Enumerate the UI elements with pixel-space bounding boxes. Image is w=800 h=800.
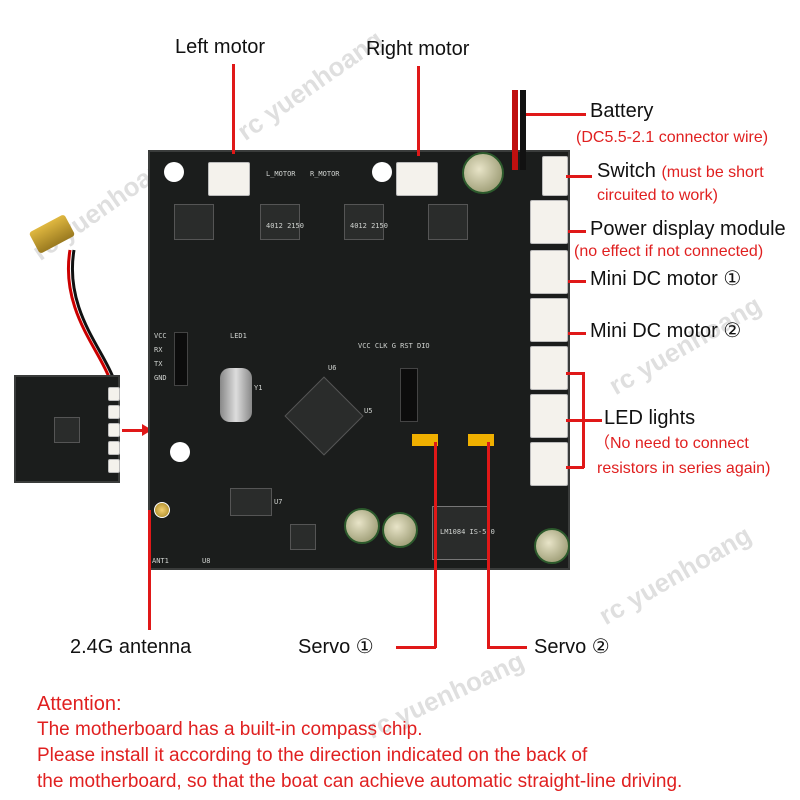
led-connector-3	[530, 442, 568, 486]
leader-servo-2-v	[487, 442, 490, 648]
silk-ant1: ANT1	[152, 557, 169, 565]
leader-mini-dc-2	[568, 332, 586, 335]
label-mini-dc-2: Mini DC motor ②	[590, 320, 742, 342]
silk-regulator: LM1084 IS-5.0	[440, 528, 495, 536]
label-mini-dc-1: Mini DC motor ①	[590, 268, 742, 290]
mosfet	[174, 204, 214, 240]
mini-dc-2-connector	[530, 298, 568, 342]
attention-line-1: The motherboard has a built-in compass c…	[37, 719, 423, 740]
note-battery: (DC5.5-2.1 connector wire)	[576, 129, 769, 146]
silk-pin-rx: RX	[154, 346, 163, 354]
label-servo-1: Servo ①	[298, 636, 374, 658]
dc-plug-wire	[67, 249, 116, 381]
watermark: rc yuenhoang	[593, 519, 757, 631]
note-led-2: resistors in series again)	[597, 460, 771, 477]
mosfet	[344, 204, 384, 240]
silk-r-motor: R_MOTOR	[310, 170, 340, 178]
right-motor-connector	[396, 162, 438, 196]
silk-l-motor: L_MOTOR	[266, 170, 296, 178]
label-power-display: Power display module	[590, 218, 786, 240]
silk-y1: Y1	[254, 384, 263, 392]
leader-servo-1-h	[396, 646, 436, 649]
leader-antenna	[148, 510, 151, 630]
mosfet	[428, 204, 468, 240]
leader-battery	[526, 113, 586, 116]
thumbnail-arrow-line	[122, 429, 142, 432]
attention-line-2: Please install it according to the direc…	[37, 745, 588, 766]
attention-line-3: the motherboard, so that the boat can ac…	[37, 771, 683, 792]
note-led-1: （No need to connect	[594, 435, 749, 452]
label-left-motor: Left motor	[175, 36, 266, 58]
power-display-connector	[530, 200, 568, 244]
led-connector-2	[530, 394, 568, 438]
program-header	[400, 368, 418, 422]
leader-left-motor	[232, 64, 235, 154]
silk-mosfet-label: 4012 2150	[266, 222, 304, 230]
board-thumbnail	[14, 375, 120, 483]
thumbnail-arrow-head	[142, 424, 152, 436]
servo-1-header	[412, 434, 438, 446]
label-antenna: 2.4G antenna	[70, 636, 192, 658]
leader-servo-2-h	[487, 646, 527, 649]
silk-led1: LED1	[230, 332, 247, 340]
note-power-display: (no effect if not connected)	[574, 243, 764, 260]
u7-chip	[230, 488, 272, 516]
leader-switch	[566, 175, 592, 178]
capacitor	[382, 512, 418, 548]
capacitor	[344, 508, 380, 544]
capacitor	[534, 528, 570, 564]
silk-u5: U5	[364, 407, 373, 415]
pin-header	[174, 332, 188, 386]
label-servo-2: Servo ②	[534, 636, 610, 658]
led-connector-1	[530, 346, 568, 390]
leader-power-display	[568, 230, 586, 233]
silk-pin-gnd: GND	[154, 374, 167, 382]
crystal-y1	[220, 368, 252, 422]
battery-wire-black	[520, 90, 526, 170]
regulator	[432, 506, 488, 560]
silk-u7: U7	[274, 498, 283, 506]
label-switch: Switch (must be short	[597, 160, 764, 183]
main-board: L_MOTOR R_MOTOR 4012 2150 4012 2150 VCC …	[148, 150, 570, 570]
silk-mosfet-label: 4012 2150	[350, 222, 388, 230]
mosfet	[260, 204, 300, 240]
leader-mini-dc-1	[568, 280, 586, 283]
led-bracket-bottom	[566, 466, 584, 469]
mini-dc-1-connector	[530, 250, 568, 294]
u8-chip	[290, 524, 316, 550]
silk-header-top: VCC CLK G RST DIO	[358, 342, 430, 350]
silk-pin-tx: TX	[154, 360, 163, 368]
battery-wire-red	[512, 90, 518, 170]
label-switch-text: Switch	[597, 160, 656, 182]
led-bracket-mid	[566, 419, 602, 422]
silk-pin-vcc: VCC	[154, 332, 167, 340]
mcu-chip	[284, 376, 364, 456]
switch-connector	[542, 156, 568, 196]
label-led-lights: LED lights	[604, 407, 696, 429]
label-battery: Battery	[590, 100, 654, 122]
note-switch-2: circuited to work)	[597, 187, 718, 204]
note-switch-1: (must be short	[661, 164, 764, 181]
led-bracket-top	[566, 372, 584, 375]
silk-u8: U8	[202, 557, 211, 565]
leader-servo-1-v	[434, 442, 437, 648]
battery-capacitor	[462, 152, 504, 194]
attention-title: Attention:	[37, 693, 122, 715]
antenna-connector	[154, 502, 170, 518]
silk-u6: U6	[328, 364, 337, 372]
label-right-motor: Right motor	[366, 38, 470, 60]
servo-2-header	[468, 434, 494, 446]
left-motor-connector	[208, 162, 250, 196]
watermark: rc yuenhoang	[603, 289, 767, 401]
leader-right-motor	[417, 66, 420, 156]
